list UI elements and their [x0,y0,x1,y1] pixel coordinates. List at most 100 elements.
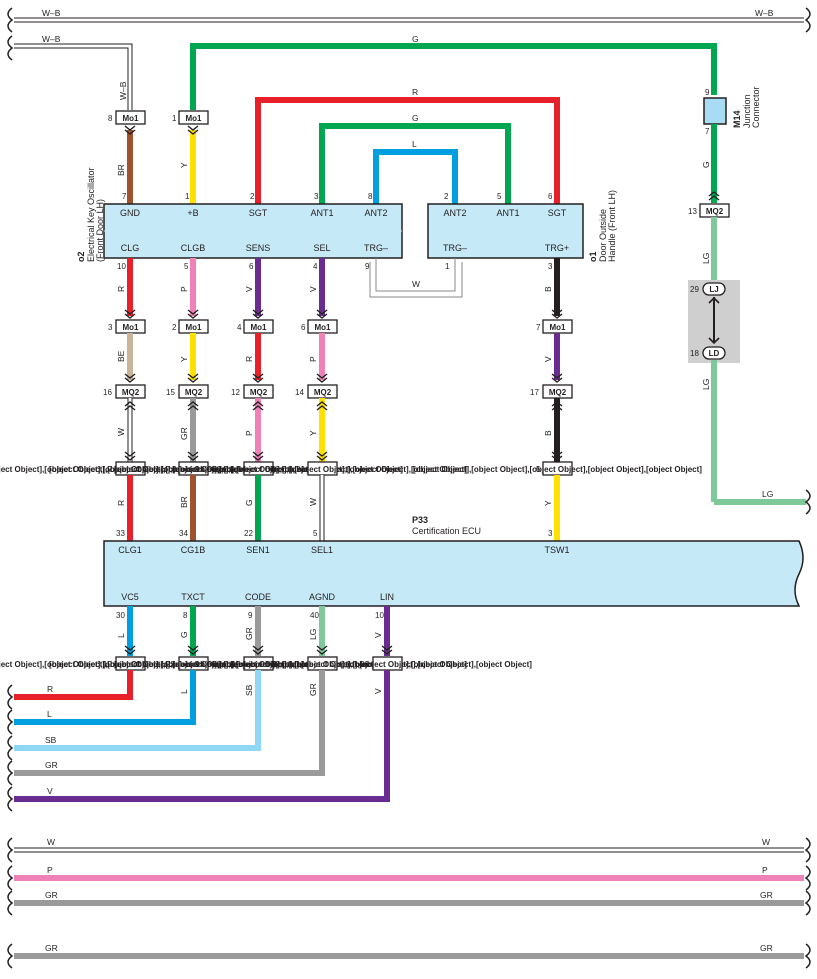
jp2-connector: [object Object],[object Object],[object … [0,645,275,671]
mq2-connector: MQ2 16 [103,373,146,399]
svg-text:11: 11 [296,660,305,669]
bus-label-left: GR [45,943,58,953]
g-top-label: G [412,34,419,44]
svg-text:Mo1: Mo1 [186,323,203,332]
svg-text:7: 7 [536,323,541,332]
svg-text:5: 5 [536,465,541,474]
wire-seg4-label: P [244,430,254,436]
wire-seg5-label: R [116,500,126,506]
o2-bottom-pin: TRG– 9 [364,243,388,271]
o2-bottom-pin: CLG 10 [117,243,139,271]
bottom-bus-gr2: GR GR [7,943,811,969]
ecu-top-pin: 5 SEL1 [311,529,333,555]
r-top-wire: R [255,87,560,204]
wire-seg2-label: V [308,286,318,292]
svg-text:2: 2 [172,323,177,332]
svg-text:ANT1: ANT1 [310,208,333,218]
o2-bottom-pin: CLGB 5 [181,243,206,271]
wire-seg4: W GR P Y B [116,398,563,462]
svg-text:6: 6 [301,323,306,332]
bus-label-left: P [47,865,53,875]
svg-text:10: 10 [375,611,384,620]
right-g-label: G [701,161,711,168]
left-exit-label: V [47,786,53,796]
o2-name-line2: (Front Door LH) [95,199,105,262]
svg-text:22: 22 [244,529,253,538]
svg-text:7: 7 [705,127,710,136]
p33-code: P33 [412,515,428,525]
wb-branch-label: W–B [42,34,61,44]
bus-label-right: P [762,865,768,875]
ecu-top-pin: 22 SEN1 [244,529,270,555]
wire-seg4-label: GR [179,427,189,440]
svg-text:MQ2: MQ2 [185,388,203,397]
right-lg-label: LG [701,253,711,264]
wb-main-bus: W–B W–B [7,7,811,33]
jp2-wire-label: V [373,688,383,694]
svg-text:TRG+: TRG+ [545,243,569,253]
svg-text:40: 40 [310,611,319,620]
svg-text:3: 3 [314,192,319,201]
jp2-connector: [object Object],[object Object],[object … [243,645,532,671]
bottom-bus-gr: GR GR [7,890,811,916]
wb-branch-wire: W–B W–B [7,34,133,110]
svg-text:Mo1: Mo1 [186,114,203,123]
p33-ecu: P33 Certification ECU 33 CLG1 34 CG1B 22… [103,515,804,620]
left-exit-label: GR [45,760,58,770]
svg-text:LJ: LJ [709,285,718,294]
o1-component: o1 Door Outside Handle (Front LH) 2 ANT2… [427,190,617,271]
svg-text:9: 9 [365,262,370,271]
o2-bottom-pin: SENS 6 [246,243,271,271]
svg-text:Mo1: Mo1 [123,323,140,332]
wire-seg2-label: R [116,286,126,292]
svg-text:16: 16 [103,388,112,397]
svg-text:6: 6 [237,465,242,474]
mq2-connector: MQ2 12 [231,373,274,399]
svg-text:33: 33 [116,529,125,538]
svg-text:LIN: LIN [380,592,394,602]
svg-text:MQ2: MQ2 [549,388,567,397]
svg-text:3: 3 [548,529,553,538]
svg-text:GND: GND [120,208,141,218]
ecu-top-pin: 3 TSW1 [544,529,569,555]
wire-seg4-label: Y [308,430,318,436]
jp2-wire-label: SB [244,684,254,696]
svg-text:3: 3 [548,262,553,271]
svg-text:17: 17 [530,388,539,397]
wire-seg4-label: W [116,428,126,436]
mq2-connector: MQ2 17 [530,373,573,399]
svg-text:ANT2: ANT2 [443,208,466,218]
svg-text:CODE: CODE [245,592,271,602]
svg-text:CLG: CLG [121,243,140,253]
mo1-top-connectors: Mo1 8 Mo1 1 [108,110,209,135]
ecu-bottom-pin: LIN 10 [375,592,394,620]
mo1-connector: Mo1 8 [108,110,146,135]
svg-text:TXCT: TXCT [181,592,205,602]
o2-top-pin: 7 GND [120,192,141,218]
o1-top-pin: 5 ANT1 [496,192,519,218]
g-top-wire: G [190,34,717,110]
svg-text:SEL1: SEL1 [311,545,333,555]
jp2-wire-label: GR [308,683,318,696]
p33-name: Certification ECU [412,526,481,536]
m14-name-line1: Junction [742,94,752,128]
svg-text:34: 34 [179,529,188,538]
jp2-connector: [object Object],[object Object],[object … [114,645,403,671]
o2-top-pin: 2 SGT [249,192,268,218]
mq2-connector: MQ2 14 [295,373,338,399]
svg-text:[object Object],[object Object: [object Object],[object Object],[object … [114,660,403,669]
wire-seg5: R BR G W Y [116,475,560,541]
wb-vertical-label: W–B [118,81,128,100]
wire-seg3: BE Y R P V [116,333,560,380]
mo1-connector: Mo1 3 [108,309,146,334]
svg-text:8: 8 [108,114,113,123]
svg-text:[object Object],[object Object: [object Object],[object Object],[object … [49,660,338,669]
wire-seg3-label: P [308,356,318,362]
m14-code: M14 [732,110,742,128]
o2-top-pin: 8 ANT2 [364,192,387,218]
o1-name-line1: Door Outside [598,209,608,262]
wire-seg-bottom-label: G [179,631,189,638]
svg-text:[object Object],[object Object: [object Object],[object Object],[object … [114,465,403,474]
wire-seg-bottom-label: GR [244,627,254,640]
svg-text:9: 9 [705,88,710,97]
